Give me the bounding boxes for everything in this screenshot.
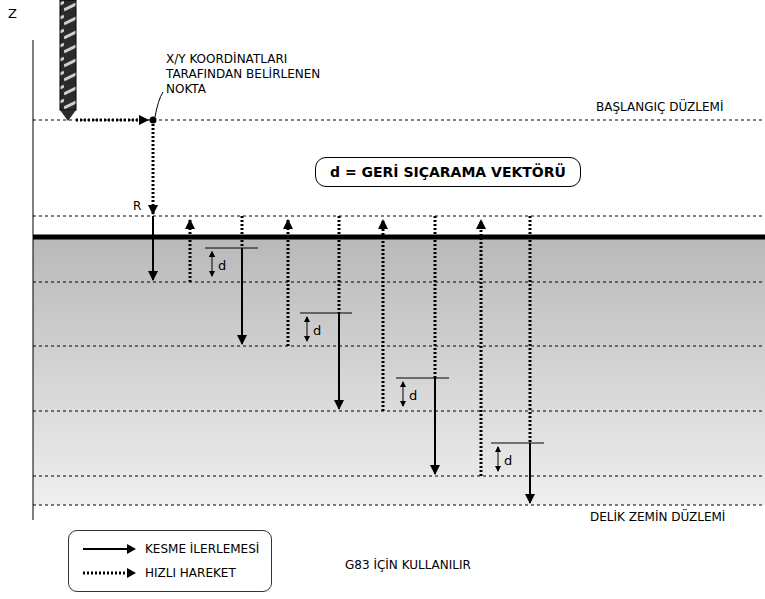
cutting-feeds bbox=[153, 216, 530, 503]
plane-label: DELİK ZEMİN DÜZLEMİ bbox=[590, 510, 725, 525]
legend-swatch bbox=[81, 542, 137, 556]
plane-lines bbox=[33, 120, 765, 505]
legend-row: KESME İLERLEMESİ bbox=[81, 537, 259, 561]
definition-text: d = GERİ SIÇARAMA VEKTÖRÜ bbox=[330, 164, 566, 180]
leader-line bbox=[155, 92, 163, 117]
plane-label: BAŞLANGIÇ DÜZLEMİ bbox=[596, 100, 723, 115]
legend-text: KESME İLERLEMESİ bbox=[145, 542, 259, 556]
z-axis bbox=[33, 40, 34, 520]
workpiece bbox=[33, 239, 765, 505]
legend-row: HIZLI HAREKET bbox=[81, 561, 259, 585]
definition-box: d = GERİ SIÇARAMA VEKTÖRÜ bbox=[315, 157, 581, 187]
workpiece-surface bbox=[33, 235, 765, 240]
axis-label: Z bbox=[8, 6, 17, 21]
legend-swatch bbox=[81, 566, 137, 580]
callout-text: X/Y KOORDİNATLARI TARAFINDAN BELİRLENEN … bbox=[166, 52, 341, 97]
caption-note: G83 İÇİN KULLANILIR bbox=[345, 558, 471, 573]
vector-label: d bbox=[409, 388, 417, 403]
vector-label: d bbox=[313, 323, 321, 338]
d-markers bbox=[205, 248, 544, 471]
vector-label: d bbox=[504, 453, 512, 468]
legend-text: HIZLI HAREKET bbox=[145, 566, 236, 580]
legend-box: KESME İLERLEMESİ HIZLI HAREKET bbox=[68, 530, 272, 592]
vector-label: d bbox=[218, 258, 226, 273]
xy-point bbox=[150, 117, 157, 124]
drill-bit bbox=[60, 0, 76, 121]
plane-label: R bbox=[133, 199, 141, 214]
